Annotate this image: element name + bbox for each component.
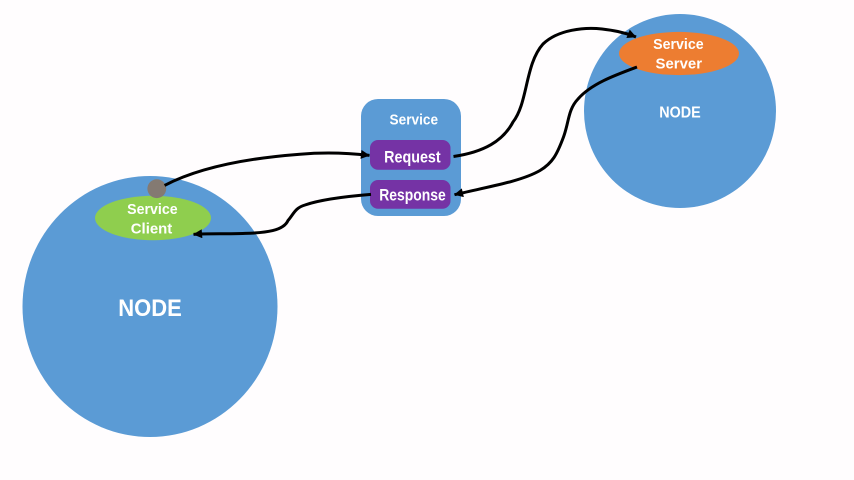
- svg-text:Client: Client: [131, 220, 173, 237]
- svg-text:NODE: NODE: [659, 105, 701, 122]
- svg-text:Server: Server: [656, 56, 703, 73]
- svg-text:Request: Request: [384, 147, 441, 166]
- svg-text:Service: Service: [390, 113, 439, 129]
- svg-text:Service: Service: [653, 36, 704, 53]
- svg-text:Service: Service: [127, 201, 178, 218]
- svg-text:Response: Response: [379, 186, 446, 205]
- svg-text:NODE: NODE: [118, 295, 182, 322]
